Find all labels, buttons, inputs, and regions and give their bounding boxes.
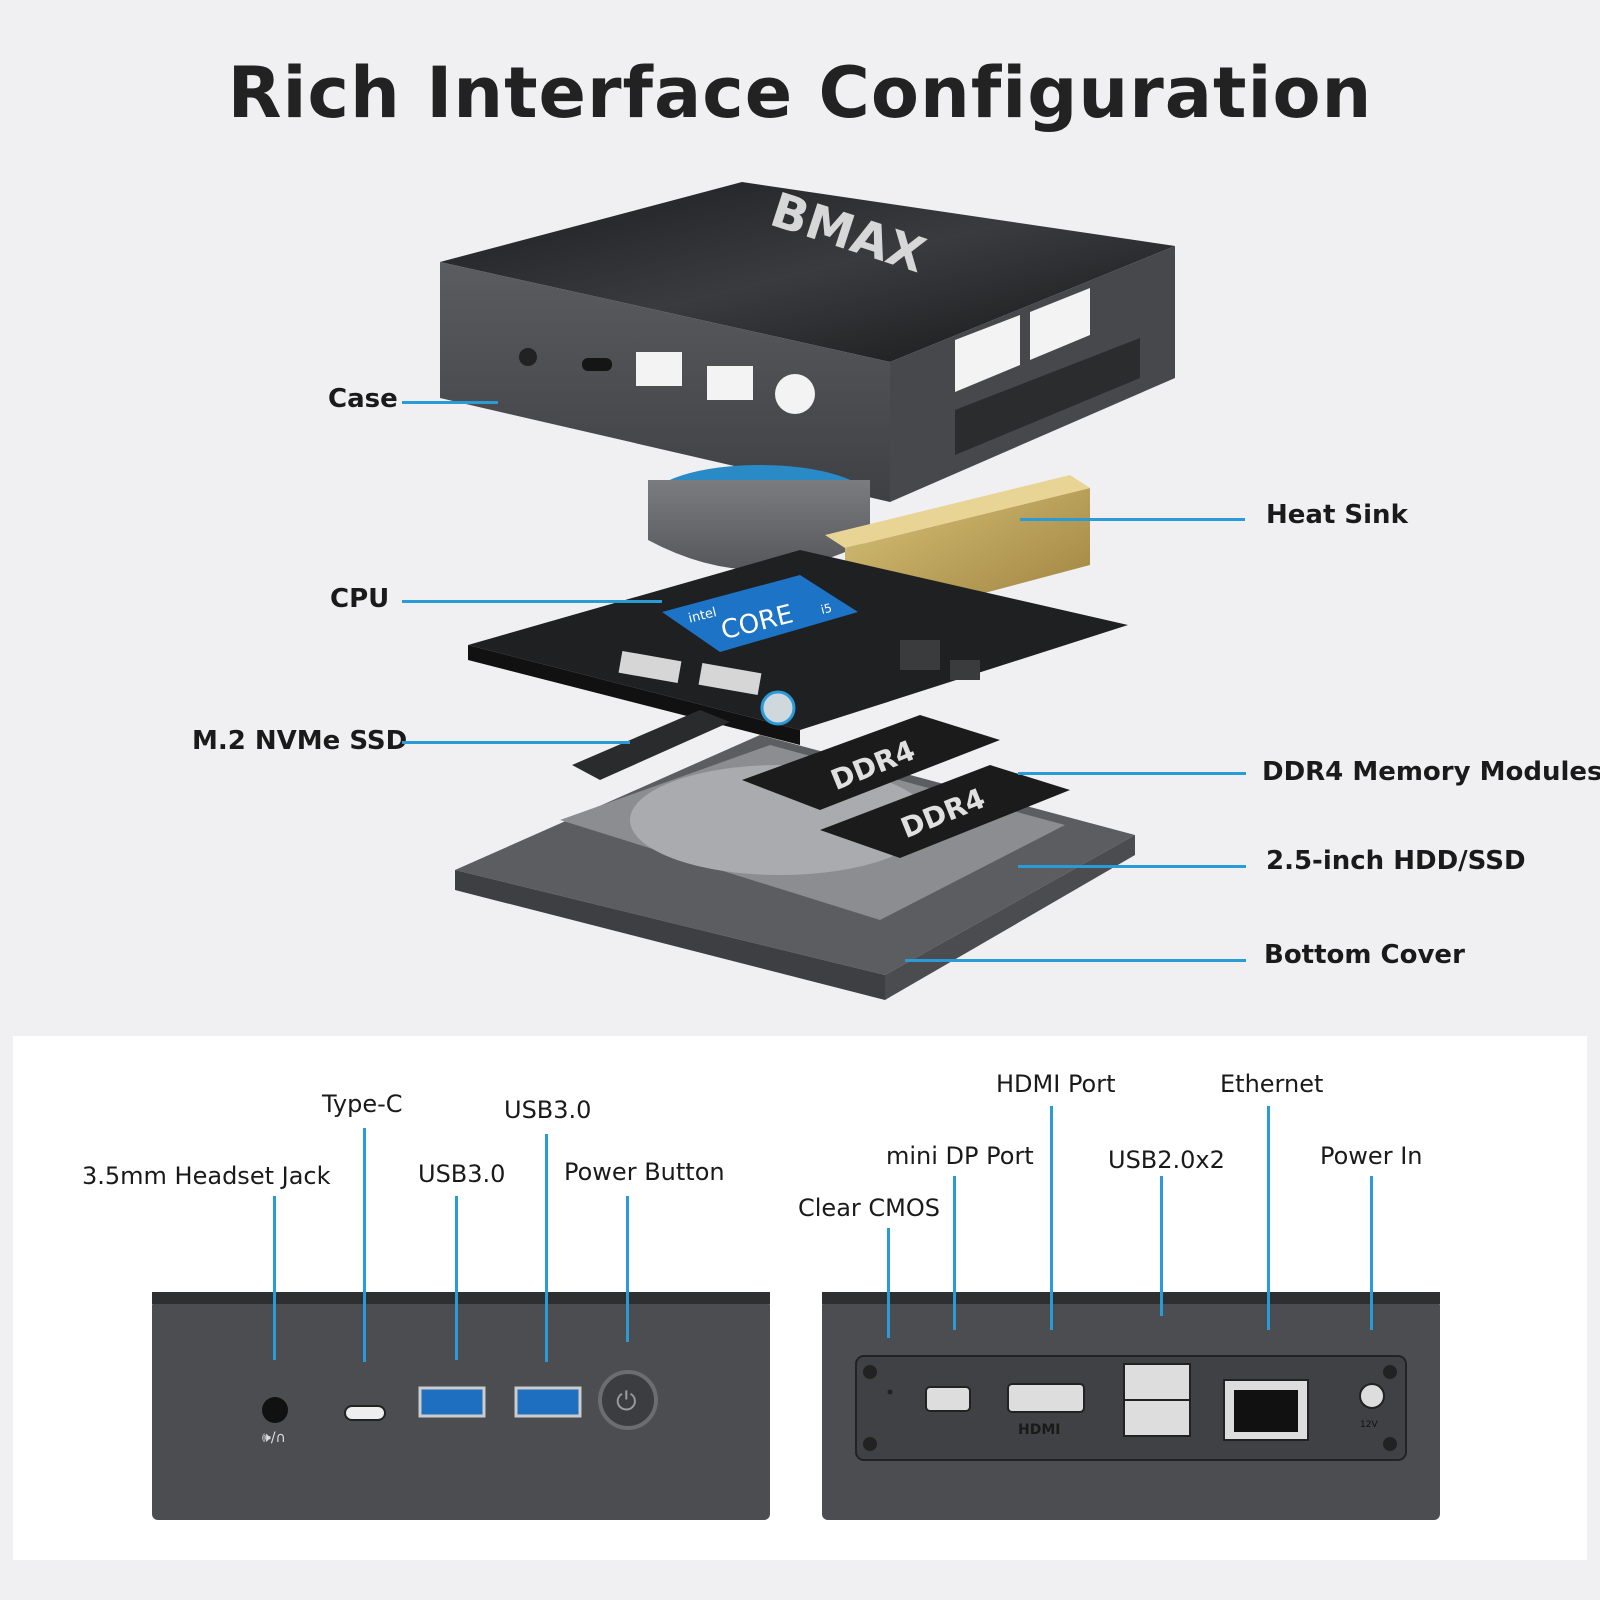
power-in-marking: 12V	[1360, 1420, 1378, 1430]
label-bottom-cover: Bottom Cover	[1264, 940, 1465, 970]
line-hdd	[1018, 865, 1246, 868]
line-headset-jack	[273, 1196, 276, 1360]
label-power-in: Power In	[1320, 1142, 1423, 1170]
label-clear-cmos: Clear CMOS	[798, 1194, 940, 1222]
line-ssd	[402, 741, 630, 744]
line-power-in	[1370, 1176, 1373, 1330]
line-usb30-a	[455, 1196, 458, 1360]
page-title: Rich Interface Configuration	[227, 52, 1373, 134]
memory-part: DDR4 DDR4	[742, 715, 1070, 858]
label-case: Case	[328, 384, 398, 414]
line-power-button	[626, 1196, 629, 1342]
line-bottom-cover	[905, 959, 1246, 962]
label-hdd: 2.5-inch HDD/SSD	[1266, 846, 1526, 876]
line-cpu	[402, 600, 662, 603]
power-button-icon: ⏻	[616, 1387, 637, 1417]
hdmi-logo-text: HDMI	[1018, 1422, 1060, 1438]
ssd-part	[572, 710, 730, 780]
front-view-illustration: 🕪/∩ ⏻	[152, 1292, 770, 1520]
line-heat-sink	[1020, 518, 1245, 521]
exploded-view-illustration: BMAX intel CORE i5 DDR4	[440, 182, 1175, 1000]
label-power-button: Power Button	[564, 1158, 725, 1186]
line-hdmi	[1050, 1106, 1053, 1330]
line-clear-cmos	[887, 1228, 890, 1338]
label-usb30-b: USB3.0	[504, 1096, 592, 1124]
case-part: BMAX	[440, 182, 1175, 502]
line-usb20	[1160, 1176, 1163, 1316]
headset-symbol-icon: 🕪/∩	[262, 1430, 286, 1446]
line-type-c	[363, 1128, 366, 1362]
rear-view-illustration: HDMI 12V	[822, 1292, 1440, 1520]
label-memory: DDR4 Memory Modules	[1262, 757, 1600, 787]
label-mini-dp: mini DP Port	[886, 1142, 1034, 1170]
line-ethernet	[1267, 1106, 1270, 1330]
label-type-c: Type-C	[322, 1090, 403, 1118]
label-ethernet: Ethernet	[1220, 1070, 1324, 1098]
label-cpu: CPU	[330, 584, 390, 614]
label-usb20: USB2.0x2	[1108, 1146, 1225, 1174]
label-heat-sink: Heat Sink	[1266, 500, 1408, 530]
label-ssd: M.2 NVMe SSD	[192, 726, 408, 756]
line-case	[402, 401, 498, 404]
line-memory	[1018, 772, 1246, 775]
line-mini-dp	[953, 1176, 956, 1330]
label-headset-jack: 3.5mm Headset Jack	[82, 1162, 331, 1190]
cpu-brand-text: intel	[687, 605, 718, 626]
cpu-tier-text: i5	[819, 601, 833, 617]
line-usb30-b	[545, 1134, 548, 1362]
label-usb30-a: USB3.0	[418, 1160, 506, 1188]
label-hdmi: HDMI Port	[996, 1070, 1116, 1098]
